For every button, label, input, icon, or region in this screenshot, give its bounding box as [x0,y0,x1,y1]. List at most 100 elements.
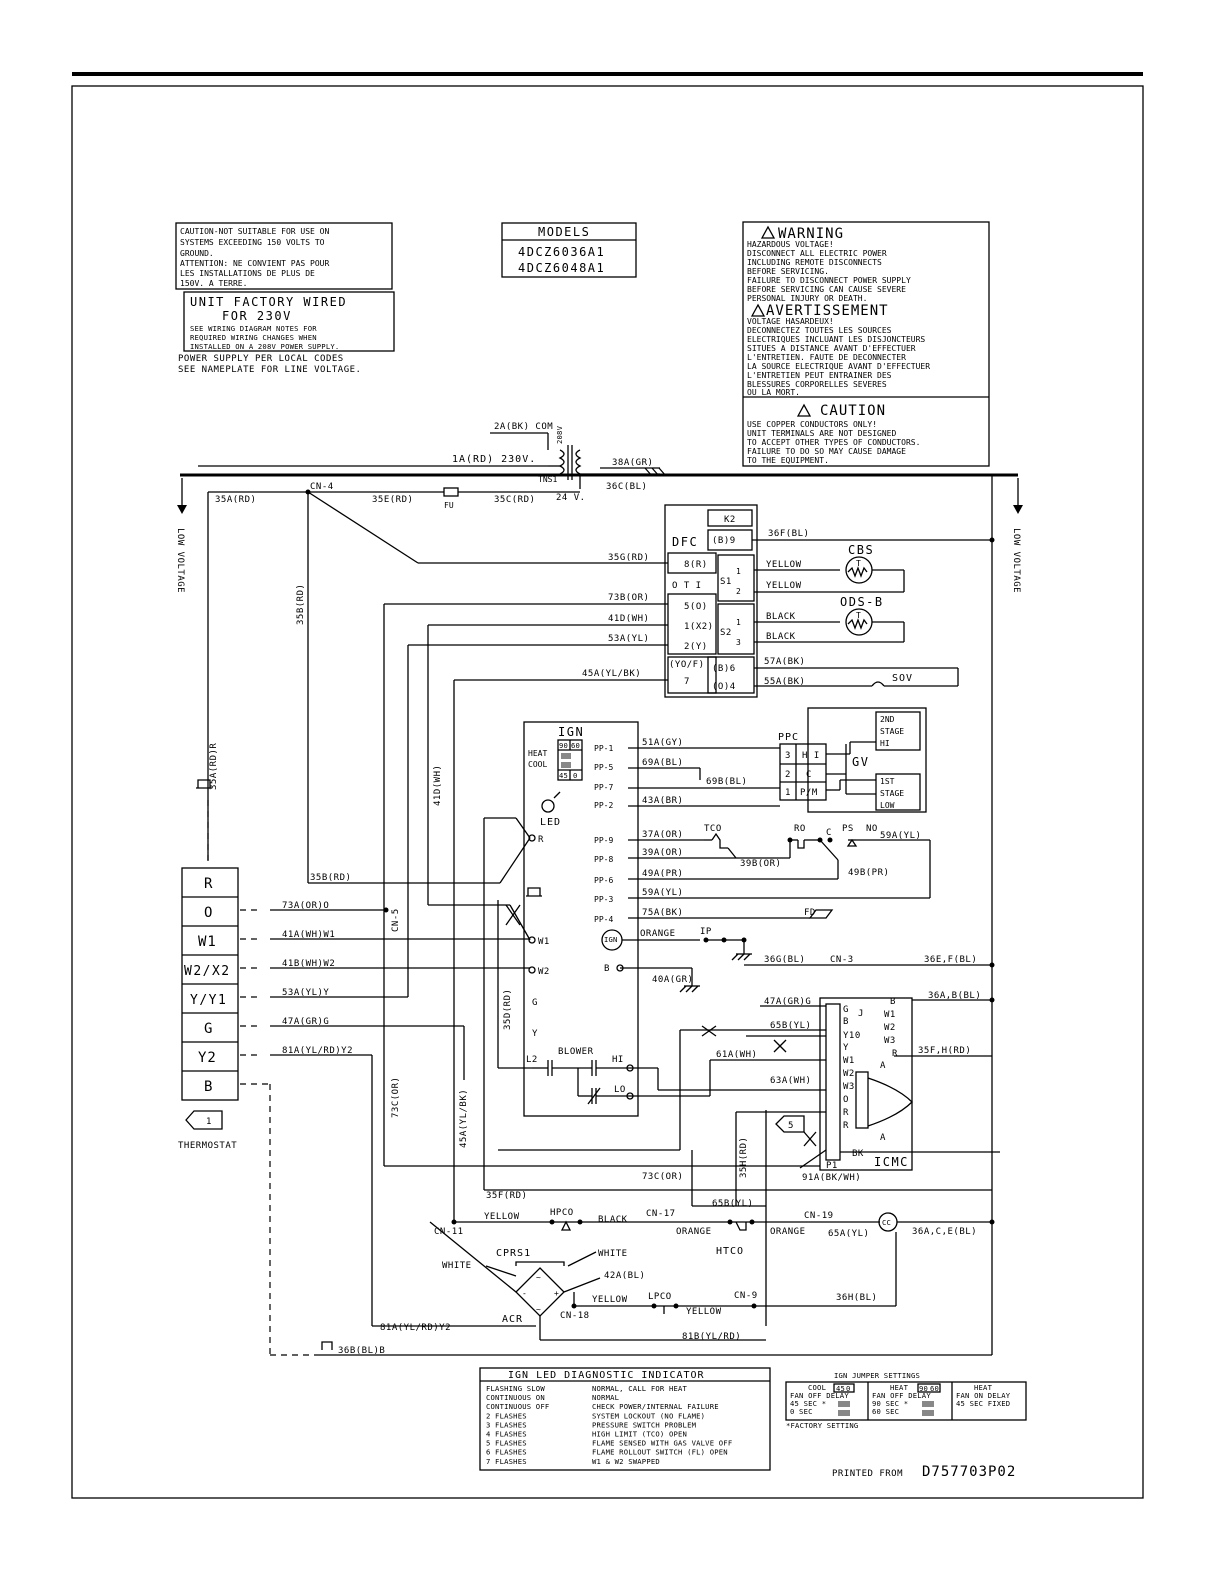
jumper-label: 0 [846,1384,851,1393]
wire-label: 35E(RD) [372,495,413,505]
power-note: POWER SUPPLY PER LOCAL CODES [178,354,344,364]
ign-label: HEAT [528,749,547,758]
icmc-terminal: W1 [884,1010,896,1020]
icmc-terminal: W3 [843,1082,855,1092]
icmc-terminal: Y10 [843,1031,861,1041]
ps-label: PS [842,824,854,834]
ign-terminal: Y [532,1029,538,1039]
warning-line-fr: SITUES A DISTANCE AVANT D'EFFECTUER [747,344,916,353]
jumper-label: HEAT [890,1383,909,1392]
caution-line: CAUTION-NOT SUITABLE FOR USE ON [180,227,329,236]
jumper-label: FAN OFF DELAY [790,1391,849,1400]
connector-label: CN-11 [434,1227,464,1237]
wire-label: 73C(OR) [642,1172,683,1182]
dfc-wires: 36F(BL) 35G(RD) 73B(OR) 41D(WH) 53A(YL) … [384,529,995,687]
connector-label: CN-17 [646,1209,676,1219]
ign-terminal: LO [614,1085,626,1095]
icmc-terminal: R [843,1121,849,1131]
icmc-terminal: W2 [884,1023,896,1033]
diag-meaning: NORMAL [592,1393,619,1402]
diag-meaning: HIGH LIMIT (TCO) OPEN [592,1430,687,1439]
caution-copper-line: TO ACCEPT OTHER TYPES OF CONDUCTORS. [747,438,920,447]
lpco-label: LPCO [648,1292,672,1302]
warning-triangle-icon [750,303,766,317]
lower-long-wires: 73C(OR) 35F(RD) 65B(YL) [384,1165,992,1209]
wire-label: 65B(YL) [712,1199,753,1209]
wire-label: 59A(YL) [880,831,921,841]
blower-wires [498,1030,711,1206]
low-voltage-label: LOW VOLTAGE [175,528,185,593]
model-item: 4DCZ6036A1 [518,245,605,259]
dfc-terminal: (O)4 [712,682,736,692]
wire-label: 45A(YL/BK) [582,669,641,679]
power-note: SEE NAMEPLATE FOR LINE VOLTAGE. [178,365,361,375]
icmc-terminal: R [892,1049,898,1059]
gv-label: GV [852,755,869,769]
caution-copper-line: UNIT TERMINALS ARE NOT DESIGNED [747,429,896,438]
ppc-terminal: 2 [785,770,791,780]
wire-label: 73C(OR) [391,1077,401,1118]
connector-label: CN-18 [560,1311,590,1321]
jumper-label: 90 SEC * [872,1399,908,1408]
thermostat-label: THERMOSTAT [178,1141,237,1151]
ign-label: COOL [528,760,547,769]
ro-label: RO [794,824,806,834]
wire-label: 35F,H(RD) [918,1046,971,1056]
icmc-board: G J B Y10 Y W1 W2 W3 O R R BK P1 ICMC B … [658,997,1000,1326]
wire-label: 39B(OR) [740,859,781,869]
thermostat-terminal-b: B [204,1079,213,1095]
wire-label: 53A(YL) [608,634,649,644]
cc-label: CC [882,1218,891,1227]
diag-meaning: FLAME SENSED WITH GAS VALVE OFF [592,1439,732,1448]
wire-label: 59A(YL) [642,888,683,898]
warning-triangle-icon [760,225,776,239]
jumper-label: 60 [930,1384,939,1393]
diag-signal: CONTINUOUS ON [486,1393,545,1402]
warning-line: PERSONAL INJURY OR DEATH. [747,294,867,303]
ppc-terminal: C [806,770,812,780]
wire-label: 57A(BK) [764,657,805,667]
low-voltage-arrow-right: LOW VOLTAGE [1011,478,1023,593]
wire-label: 41A(WH)W1 [282,930,335,940]
wire-label: 35H(RD) [739,1137,749,1178]
icmc-terminal: R [843,1108,849,1118]
ign-terminal: BLOWER [558,1047,594,1057]
compressor-bridge: CPRS1 WHITE WHITE 42A(BL) ~ - + ~ ACR CN… [318,1221,992,1356]
fd-label: FD [804,908,816,918]
connector-plug-icon [196,779,212,789]
svg-text:+: + [554,1289,559,1298]
wire-label: 69A(BL) [642,758,683,768]
dfc-switch: S2 [720,628,732,638]
hpco-label: HPCO [550,1208,574,1218]
stage-label: STAGE [880,727,904,736]
dfc-terminal: 5(O) [684,602,708,612]
wire-label: YELLOW [592,1295,628,1305]
ppc-terminal: 1 [785,788,791,798]
dfc-terminal: 7 [684,677,690,687]
models-box: MODELS 4DCZ6036A1 4DCZ6048A1 [501,222,637,278]
diag-meaning: CHECK POWER/INTERNAL FAILURE [592,1402,719,1411]
icmc-terminal: A [880,1133,886,1143]
wire-label: 65A(YL) [828,1229,869,1239]
diag-signal: 5 FLASHES [486,1439,527,1448]
transformer-name: TNS1 [538,475,557,484]
pp-connector: PP-8 [594,855,613,864]
tco-label: TCO [704,824,722,834]
wire-label: 73B(OR) [608,593,649,603]
diag-signal: 7 FLASHES [486,1457,527,1466]
stage-label: LOW [880,801,895,810]
wire-label: 81B(YL/RD) [682,1332,741,1342]
wire-label: 63A(WH) [770,1076,811,1086]
ps-terminal: C [826,828,832,838]
led-icon [541,799,555,813]
icmc-terminal: B [843,1017,849,1027]
wire-label: 35G(RD) [608,553,649,563]
thermostat-terminal-y2: Y2 [198,1050,217,1066]
wire-label: 73A(OR)O [282,901,329,911]
ppc-terminal: P/M [800,788,818,798]
wire-label: ORANGE [640,929,676,939]
caution-line: LES INSTALLATIONS DE PLUS DE [180,269,315,278]
wire-label: 35B(RD) [310,873,351,883]
ppc-terminal: H I [802,751,820,761]
